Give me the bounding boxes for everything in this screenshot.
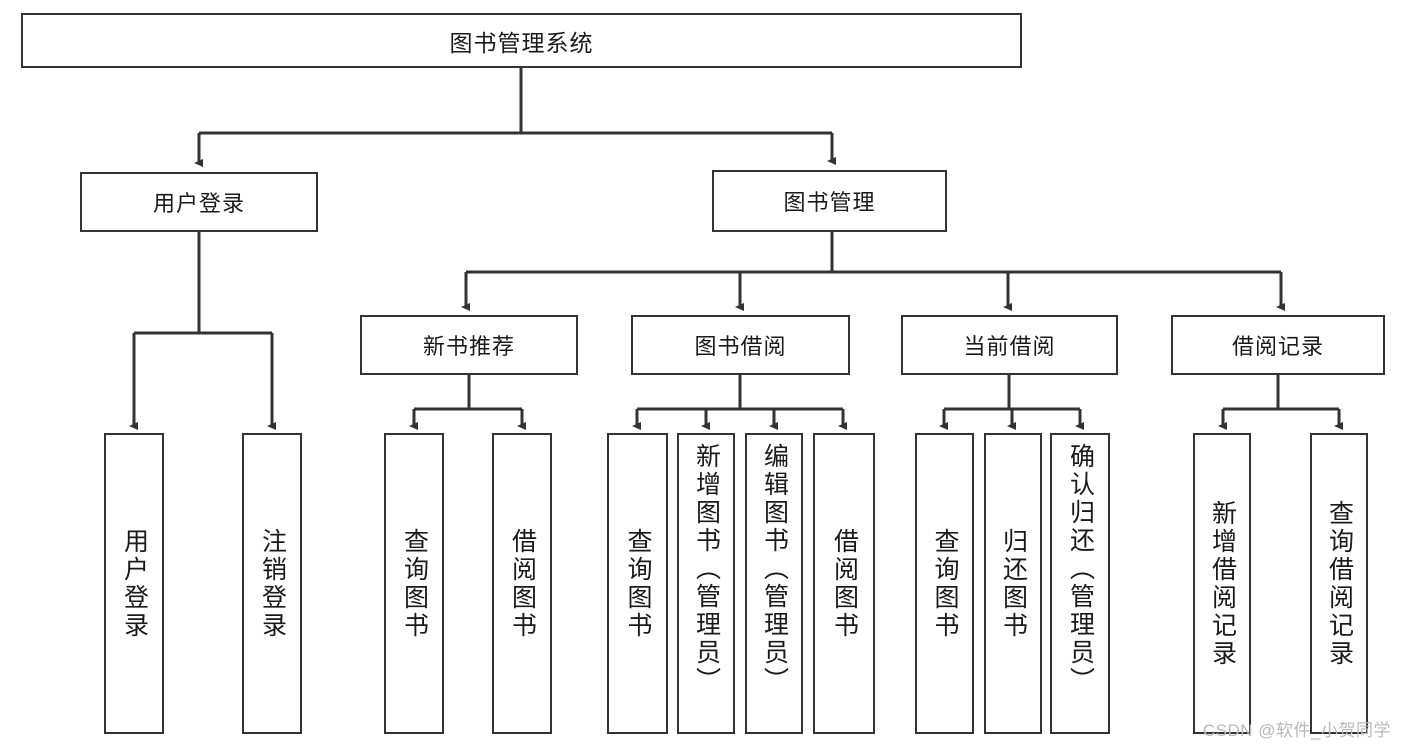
node-user-login[interactable]: 用户登录 <box>80 172 318 232</box>
leaf-label: 新增图书（管理员） <box>692 443 721 695</box>
leaf-new-book-query-book[interactable]: 查询图书 <box>384 433 444 734</box>
node-borrow-records-label: 借阅记录 <box>1231 334 1324 359</box>
node-root-label: 图书管理系统 <box>449 29 594 56</box>
leaf-label: 查询图书 <box>400 527 429 640</box>
node-root[interactable]: 图书管理系统 <box>21 13 1022 68</box>
node-current-borrow-label: 当前借阅 <box>963 334 1056 359</box>
leaf-label: 借阅图书 <box>830 527 859 640</box>
leaf-label: 查询图书 <box>624 527 652 640</box>
leaf-label: 归还图书 <box>999 527 1028 640</box>
leaf-borrow-edit-book-admin[interactable]: 编辑图书（管理员） <box>745 433 803 734</box>
leaf-label: 借阅图书 <box>508 527 537 640</box>
leaf-label: 编辑图书（管理员） <box>760 443 789 695</box>
node-book-borrow[interactable]: 图书借阅 <box>631 315 850 375</box>
leaf-current-query-book[interactable]: 查询图书 <box>915 433 974 734</box>
node-new-book-recommend-label: 新书推荐 <box>422 334 515 359</box>
leaf-current-confirm-return-admin[interactable]: 确认归还（管理员） <box>1050 433 1110 734</box>
leaf-records-query-record[interactable]: 查询借阅记录 <box>1310 433 1368 734</box>
node-book-borrow-label: 图书借阅 <box>694 334 787 359</box>
leaf-records-add-record[interactable]: 新增借阅记录 <box>1193 433 1251 734</box>
leaf-borrow-borrow-book[interactable]: 借阅图书 <box>813 433 875 734</box>
leaf-user-login-logout[interactable]: 注销登录 <box>242 433 302 734</box>
node-new-book-recommend[interactable]: 新书推荐 <box>360 315 578 375</box>
leaf-user-login-login[interactable]: 用户登录 <box>104 433 164 734</box>
leaf-label: 查询借阅记录 <box>1325 499 1354 668</box>
node-book-management-label: 图书管理 <box>783 190 876 215</box>
node-user-login-label: 用户登录 <box>152 191 245 216</box>
node-borrow-records[interactable]: 借阅记录 <box>1171 315 1385 375</box>
leaf-borrow-query-book[interactable]: 查询图书 <box>607 433 668 734</box>
leaf-label: 用户登录 <box>120 527 149 640</box>
watermark: CSDN @软件_小贺同学 <box>1202 721 1391 740</box>
leaf-label: 新增借阅记录 <box>1208 499 1237 668</box>
node-book-management[interactable]: 图书管理 <box>712 170 947 232</box>
leaf-current-return-book[interactable]: 归还图书 <box>984 433 1042 734</box>
leaf-label: 确认归还（管理员） <box>1066 443 1095 695</box>
leaf-label: 查询图书 <box>931 527 959 640</box>
node-current-borrow[interactable]: 当前借阅 <box>901 315 1118 375</box>
leaf-label: 注销登录 <box>258 527 287 640</box>
leaf-new-book-borrow-book[interactable]: 借阅图书 <box>492 433 552 734</box>
leaf-borrow-add-book-admin[interactable]: 新增图书（管理员） <box>677 433 735 734</box>
